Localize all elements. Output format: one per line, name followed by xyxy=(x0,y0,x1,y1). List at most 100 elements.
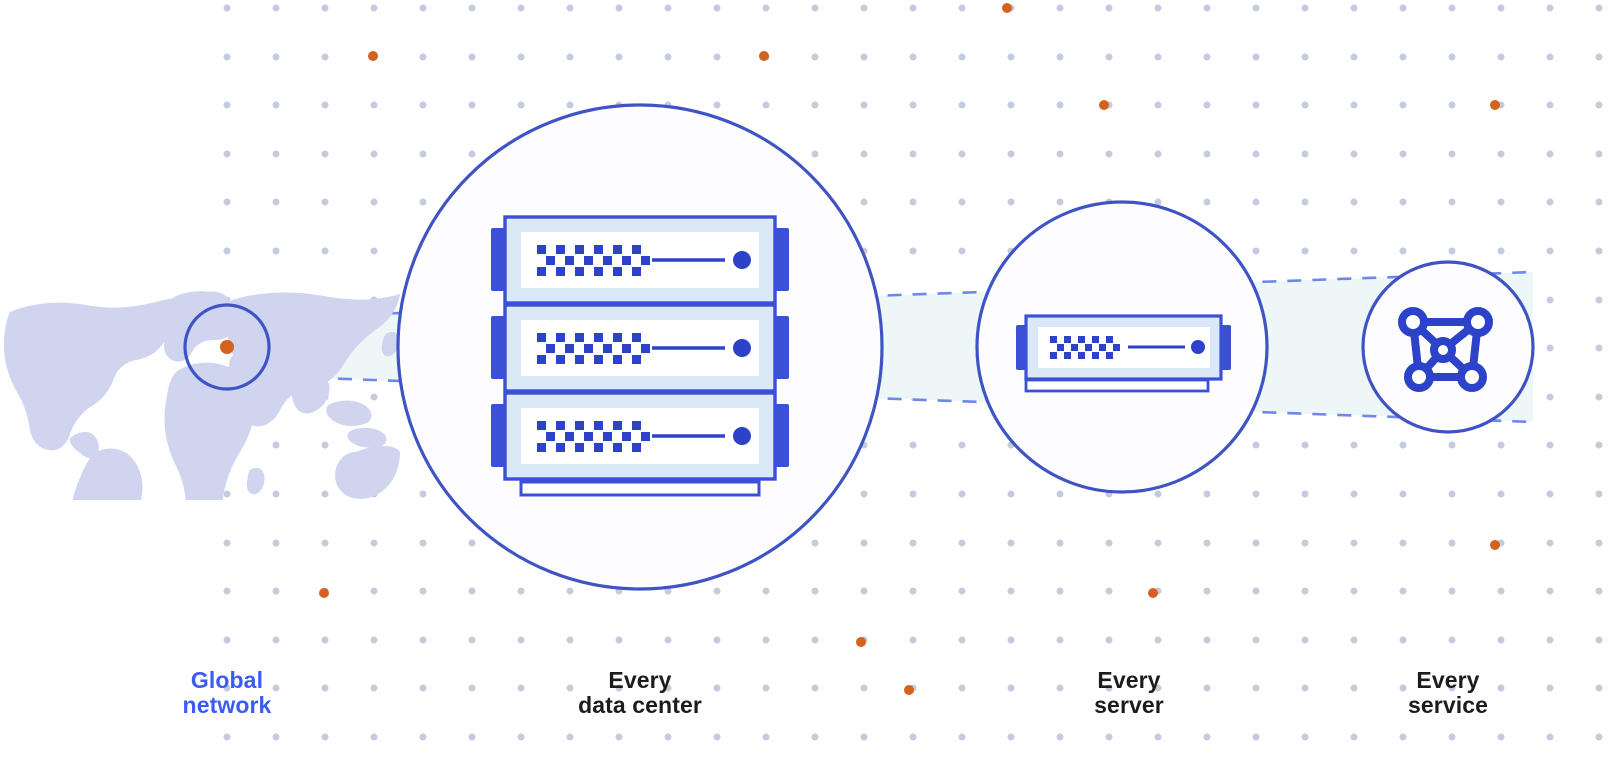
grid-dot xyxy=(1056,636,1064,644)
grid-dot xyxy=(958,587,966,595)
grid-dot xyxy=(1595,733,1603,741)
stage-data-center[interactable] xyxy=(396,103,884,591)
grid-dot xyxy=(1007,636,1015,644)
grid-dot xyxy=(419,733,427,741)
grid-dot xyxy=(860,587,868,595)
grid-dot xyxy=(1448,4,1456,12)
server-led-grid xyxy=(537,421,650,452)
grid-dot xyxy=(272,53,280,61)
grid-dot xyxy=(1301,636,1309,644)
label-service: Every service xyxy=(1408,667,1488,718)
grid-dot xyxy=(1105,53,1113,61)
grid-dot xyxy=(1007,101,1015,109)
grid-dot xyxy=(1497,684,1505,692)
grid-dot xyxy=(468,101,476,109)
grid-dot xyxy=(860,198,868,206)
grid-dot xyxy=(272,150,280,158)
grid-dot xyxy=(1399,198,1407,206)
grid-dot xyxy=(517,733,525,741)
grid-dot xyxy=(860,150,868,158)
grid-dot xyxy=(1203,198,1211,206)
grid-dot xyxy=(1056,684,1064,692)
grid-dot xyxy=(419,587,427,595)
grid-dot xyxy=(517,101,525,109)
grid-dot xyxy=(468,4,476,12)
grid-dot xyxy=(468,684,476,692)
grid-dot xyxy=(860,101,868,109)
mesh-node-bottom-right xyxy=(1457,362,1487,392)
grid-dot xyxy=(713,733,721,741)
grid-dot xyxy=(958,101,966,109)
grid-dot xyxy=(1203,490,1211,498)
grid-dot xyxy=(1203,101,1211,109)
grid-dot xyxy=(1252,53,1260,61)
grid-dot xyxy=(1448,539,1456,547)
grid-dot xyxy=(419,101,427,109)
grid-dot xyxy=(958,684,966,692)
landmass-madagascar xyxy=(246,467,265,495)
grid-dot xyxy=(762,587,770,595)
grid-dot xyxy=(1007,539,1015,547)
single-server-icon[interactable] xyxy=(1016,314,1231,393)
grid-dot xyxy=(1154,101,1162,109)
map-highlight-circle[interactable] xyxy=(183,303,271,391)
grid-dot xyxy=(370,101,378,109)
grid-dot xyxy=(321,733,329,741)
grid-dot xyxy=(517,53,525,61)
grid-dot xyxy=(1252,101,1260,109)
map-location-marker[interactable] xyxy=(220,340,234,354)
grid-dot xyxy=(958,4,966,12)
grid-dot xyxy=(1350,150,1358,158)
grid-dot xyxy=(1448,441,1456,449)
grid-dot xyxy=(1007,198,1015,206)
grid-dot xyxy=(1595,53,1603,61)
grid-dot xyxy=(272,587,280,595)
grid-dot xyxy=(1595,539,1603,547)
grid-dot xyxy=(1350,587,1358,595)
grid-dot xyxy=(909,587,917,595)
grid-dot xyxy=(1497,733,1505,741)
grid-dot xyxy=(1448,53,1456,61)
server-unit[interactable] xyxy=(491,391,789,497)
grid-dot xyxy=(1007,150,1015,158)
stage-server[interactable] xyxy=(975,200,1269,494)
accent-dot xyxy=(1002,3,1012,13)
stage-service[interactable] xyxy=(1361,260,1535,434)
server-base-plate xyxy=(1024,378,1210,393)
grid-dot xyxy=(517,4,525,12)
grid-dot xyxy=(1301,150,1309,158)
grid-dot xyxy=(272,101,280,109)
grid-dot xyxy=(419,53,427,61)
grid-dot xyxy=(1252,587,1260,595)
grid-dot xyxy=(664,53,672,61)
grid-dot xyxy=(1056,587,1064,595)
grid-dot xyxy=(615,4,623,12)
label-data-center: Every data center xyxy=(578,667,702,718)
grid-dot xyxy=(272,198,280,206)
grid-dot xyxy=(1056,490,1064,498)
grid-dot xyxy=(811,733,819,741)
grid-dot xyxy=(223,684,231,692)
grid-dot xyxy=(1399,733,1407,741)
grid-dot xyxy=(1154,636,1162,644)
server-status-dot xyxy=(733,427,751,445)
grid-dot xyxy=(1595,198,1603,206)
grid-dot xyxy=(1448,636,1456,644)
grid-dot xyxy=(1546,684,1554,692)
grid-dot xyxy=(1154,198,1162,206)
grid-dot xyxy=(517,587,525,595)
grid-dot xyxy=(1546,636,1554,644)
grid-dot xyxy=(811,101,819,109)
grid-dot xyxy=(566,587,574,595)
world-map xyxy=(4,291,400,500)
grid-dot xyxy=(1595,101,1603,109)
landmass-indonesia xyxy=(326,400,372,426)
grid-dot xyxy=(1301,490,1309,498)
grid-dot xyxy=(1105,150,1113,158)
grid-dot xyxy=(1595,247,1603,255)
grid-dot xyxy=(223,198,231,206)
grid-dot xyxy=(909,150,917,158)
grid-dot xyxy=(272,247,280,255)
grid-dot xyxy=(1252,4,1260,12)
